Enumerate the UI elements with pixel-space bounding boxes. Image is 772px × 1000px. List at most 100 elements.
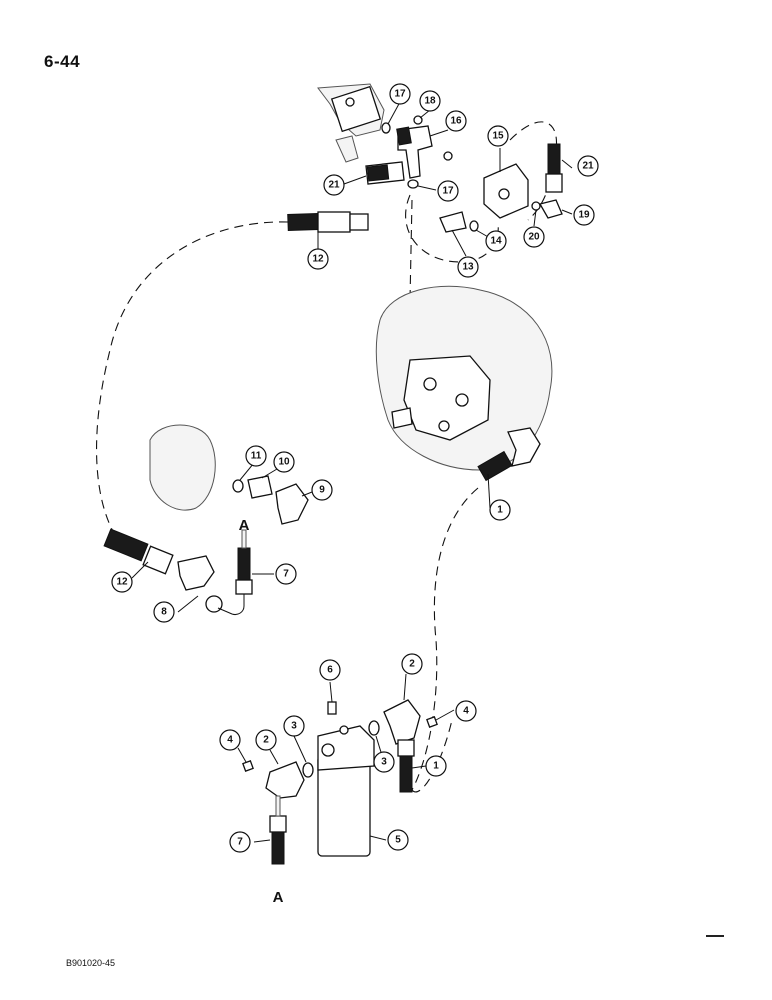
tube-7-stem bbox=[241, 529, 247, 549]
svg-text:4: 4 bbox=[463, 706, 469, 717]
tee-8 bbox=[177, 555, 215, 591]
svg-text:20: 20 bbox=[528, 232, 540, 243]
fitting-21-right-knurl bbox=[547, 143, 561, 175]
callout-10: 10 bbox=[273, 451, 295, 473]
elbow-9 bbox=[275, 483, 309, 525]
ref-letter-lower: A bbox=[273, 889, 284, 906]
callout-20: 20 bbox=[523, 226, 545, 248]
tube-7-upper-knurl bbox=[237, 547, 251, 581]
filter-head bbox=[317, 725, 375, 771]
valve-body-port-1 bbox=[423, 377, 437, 391]
o-ring-17a bbox=[381, 122, 391, 134]
callout-12b: 12 bbox=[111, 571, 133, 593]
hose-1-lower-path bbox=[411, 719, 453, 793]
leader-lines bbox=[131, 101, 573, 843]
valve-body-port-2 bbox=[455, 393, 469, 407]
hose-12-upper-nut2 bbox=[349, 213, 369, 231]
callout-1b: 1 bbox=[425, 755, 447, 777]
page-number: 6-44 bbox=[44, 52, 81, 71]
tube-down-path bbox=[409, 199, 413, 301]
upper-valve-assembly bbox=[287, 83, 563, 233]
tee-fitting-knurl bbox=[396, 126, 412, 146]
callouts: 17 18 16 15 21 21 17 19 14 20 13 12 11 1… bbox=[111, 83, 599, 853]
callout-14: 14 bbox=[485, 230, 507, 252]
hose-12-lower-knurl bbox=[103, 528, 149, 562]
callout-3a: 3 bbox=[283, 715, 305, 737]
callout-13: 13 bbox=[457, 256, 479, 278]
svg-text:2: 2 bbox=[263, 735, 269, 746]
svg-text:7: 7 bbox=[237, 837, 243, 848]
callout-16: 16 bbox=[445, 110, 467, 132]
ghost-bracket bbox=[335, 135, 359, 163]
callout-17a: 17 bbox=[389, 83, 411, 105]
hose-12-upper-nut bbox=[317, 211, 351, 233]
svg-text:21: 21 bbox=[582, 161, 594, 172]
o-ring-20 bbox=[531, 201, 541, 211]
callout-17b: 17 bbox=[437, 180, 459, 202]
fitting-13 bbox=[439, 211, 467, 233]
hose-12-lower-nut bbox=[142, 545, 174, 575]
hose-12-path bbox=[96, 221, 289, 541]
svg-text:5: 5 bbox=[395, 835, 401, 846]
callout-1a: 1 bbox=[489, 499, 511, 521]
svg-text:14: 14 bbox=[490, 236, 502, 247]
hose-1-lower-nut bbox=[397, 739, 415, 757]
svg-text:4: 4 bbox=[227, 735, 233, 746]
ghost-pump bbox=[149, 424, 216, 511]
svg-text:12: 12 bbox=[312, 254, 324, 265]
plug-4-left bbox=[242, 760, 254, 772]
callout-15: 15 bbox=[487, 125, 509, 147]
figure-code: B901020-45 bbox=[66, 958, 116, 968]
svg-text:3: 3 bbox=[291, 721, 297, 732]
callout-3b: 3 bbox=[373, 751, 395, 773]
callout-19: 19 bbox=[573, 204, 595, 226]
callout-5: 5 bbox=[387, 829, 409, 851]
o-ring-11 bbox=[232, 479, 244, 493]
fitting-21-right-nut bbox=[545, 173, 563, 193]
svg-text:9: 9 bbox=[319, 485, 325, 496]
transmission-housing bbox=[375, 285, 553, 482]
page-dash bbox=[706, 935, 724, 937]
valve-body-port-3 bbox=[438, 420, 450, 432]
svg-text:7: 7 bbox=[283, 569, 289, 580]
callout-8: 8 bbox=[153, 601, 175, 623]
callout-21a: 21 bbox=[323, 174, 345, 196]
svg-text:1: 1 bbox=[433, 761, 439, 772]
svg-text:21: 21 bbox=[328, 180, 340, 191]
side-fitting bbox=[391, 407, 413, 429]
left-assembly bbox=[103, 424, 309, 615]
bleed-screw-6 bbox=[327, 701, 337, 715]
svg-text:2: 2 bbox=[409, 659, 415, 670]
filter-assembly bbox=[242, 699, 438, 865]
fitting-21-left-knurl bbox=[366, 164, 390, 182]
valve-block-15-port bbox=[498, 188, 510, 200]
callout-7b: 7 bbox=[229, 831, 251, 853]
o-ring-14 bbox=[469, 220, 479, 232]
svg-text:8: 8 bbox=[161, 607, 167, 618]
svg-text:1: 1 bbox=[497, 505, 503, 516]
ref-letter-upper: A bbox=[239, 517, 250, 534]
valve-port bbox=[345, 97, 355, 107]
elbow-right bbox=[507, 427, 541, 467]
hose-1-path bbox=[411, 487, 479, 791]
svg-text:11: 11 bbox=[251, 451, 262, 462]
filter-head-bolt bbox=[339, 725, 349, 735]
callout-9: 9 bbox=[311, 479, 333, 501]
tube-7-lower-knurl bbox=[271, 831, 285, 865]
callout-18: 18 bbox=[419, 90, 441, 112]
callout-2b: 2 bbox=[255, 729, 277, 751]
filter-canister bbox=[317, 755, 371, 857]
callout-21b: 21 bbox=[577, 155, 599, 177]
svg-text:13: 13 bbox=[462, 262, 474, 273]
tube-7-lower-stem bbox=[275, 795, 281, 817]
tee-8-branch bbox=[205, 595, 223, 613]
callout-4b: 4 bbox=[219, 729, 241, 751]
control-valve-body bbox=[403, 355, 491, 441]
o-ring-17b bbox=[407, 179, 419, 189]
callout-4a: 4 bbox=[455, 700, 477, 722]
connector-10 bbox=[247, 475, 273, 499]
svg-text:17: 17 bbox=[394, 89, 406, 100]
elbow-2-right bbox=[383, 699, 421, 745]
elbow-2-left bbox=[265, 761, 305, 799]
